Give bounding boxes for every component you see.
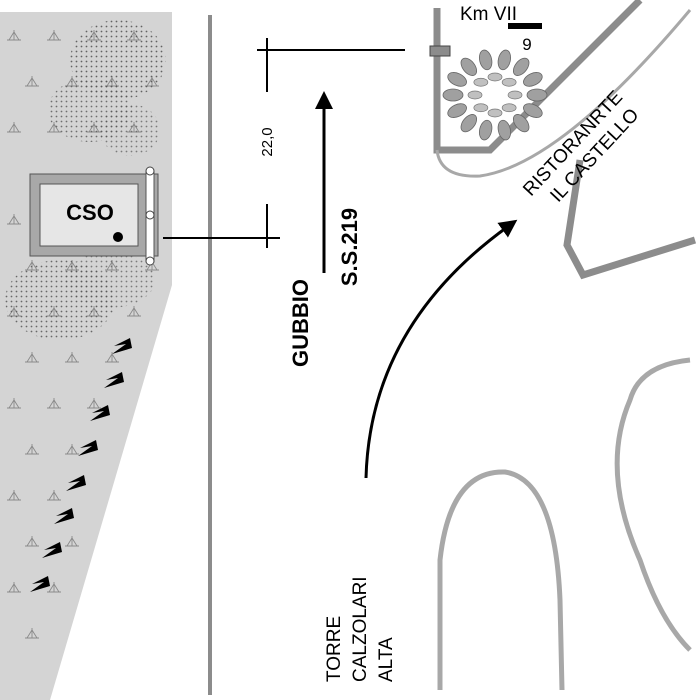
lower-road-outer (614, 357, 692, 652)
origin-label-group: TORRE CALZOLARI ALTA (324, 576, 397, 682)
foliage-lower (5, 252, 155, 340)
conifer-tree-icon (90, 405, 110, 421)
origin-line-1: TORRE (324, 616, 345, 682)
building-label: CSO (66, 200, 114, 225)
conifer-tree-icon (78, 440, 98, 456)
side-road-right (563, 159, 697, 280)
route-arrow (364, 219, 518, 479)
filled-circle-icon (113, 232, 123, 242)
roundabout-foliage-icon (442, 49, 548, 141)
distance-label: 22,0 (259, 127, 276, 156)
conifer-tree-row (30, 338, 132, 592)
km-value: 9 (522, 35, 531, 54)
roundabout-road (433, 0, 643, 154)
km-bar (508, 23, 542, 29)
roundabout-outer-curve (435, 9, 692, 178)
distance-dimension (163, 38, 405, 248)
cso-building: CSO (29, 166, 159, 266)
foliage-upper (48, 20, 166, 156)
origin-line-2: CALZOLARI (350, 576, 371, 682)
origin-line-3: ALTA (376, 637, 397, 682)
conifer-tree-icon (66, 475, 86, 491)
conifer-tree-icon (54, 508, 74, 524)
km-marker-label: Km VII (460, 4, 517, 25)
km-post (429, 45, 451, 57)
direction-label: GUBBIO (288, 279, 313, 367)
conifer-tree-icon (30, 576, 50, 592)
conifer-tree-icon (104, 372, 124, 388)
lower-road-inner (437, 469, 565, 691)
conifer-tree-icon (112, 338, 132, 354)
conifer-tree-icon (42, 542, 62, 558)
road-number-label: S.S.219 (337, 208, 362, 286)
